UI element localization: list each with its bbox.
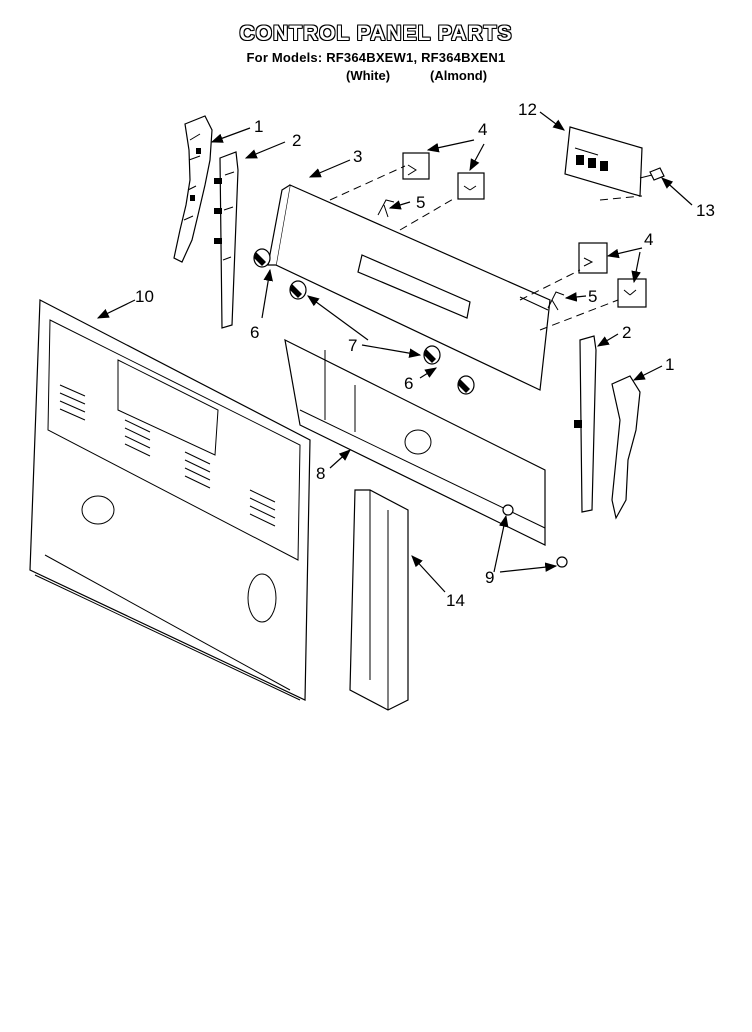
callout-12: 12: [518, 100, 537, 119]
part-2-left-bracket: [214, 151, 239, 329]
callout-2-right: 2: [622, 323, 631, 342]
callout-4-lower: 4: [644, 230, 653, 249]
part-5-clip-lower: [547, 291, 565, 311]
callout-6-left: 6: [250, 323, 259, 342]
part-5-clip-upper: [377, 199, 395, 218]
callout-3: 3: [353, 147, 362, 166]
callout-6-right: 6: [404, 374, 413, 393]
color-almond-label: (Almond): [430, 68, 488, 83]
part-3-control-panel: [267, 184, 551, 391]
callout-1-right: 1: [665, 355, 674, 374]
part-2-right-bracket: [574, 335, 597, 513]
part-12-clock-module: [564, 126, 643, 197]
callout-7: 7: [348, 336, 357, 355]
part-7-knob-right: [457, 375, 475, 395]
callout-8: 8: [316, 464, 325, 483]
part-4-switch-upper-right: [457, 172, 485, 200]
part-4-switch-lower-left: [578, 242, 608, 274]
part-9-screws: [502, 504, 568, 568]
callout-1-left: 1: [254, 117, 263, 136]
callout-14: 14: [446, 591, 465, 610]
part-1-right-end-cap: [611, 375, 641, 520]
callout-5-upper: 5: [416, 193, 425, 212]
part-7-knob-middle-left: [289, 280, 307, 300]
part-4-switch-upper-left: [402, 152, 430, 180]
part-14-side-trim: [349, 489, 409, 711]
callout-2-left: 2: [292, 131, 301, 150]
part-7-knob-middle-right: [423, 345, 441, 365]
model-numbers: For Models: RF364BXEW1, RF364BXEN1: [246, 50, 506, 65]
part-1-left-end-cap: [173, 115, 213, 263]
callout-5-lower: 5: [588, 287, 597, 306]
part-7-knob-left: [253, 248, 271, 268]
part-10-backguard-panel: [29, 299, 311, 701]
part-13-screw: [639, 167, 665, 181]
callout-10: 10: [135, 287, 154, 306]
part-4-switch-lower-right: [617, 278, 647, 308]
callout-9: 9: [485, 568, 494, 587]
diagram-title: CONTROL PANEL PARTS: [239, 22, 513, 45]
callout-4-upper: 4: [478, 120, 487, 139]
callout-13: 13: [696, 201, 715, 220]
color-white-label: (White): [346, 68, 391, 83]
